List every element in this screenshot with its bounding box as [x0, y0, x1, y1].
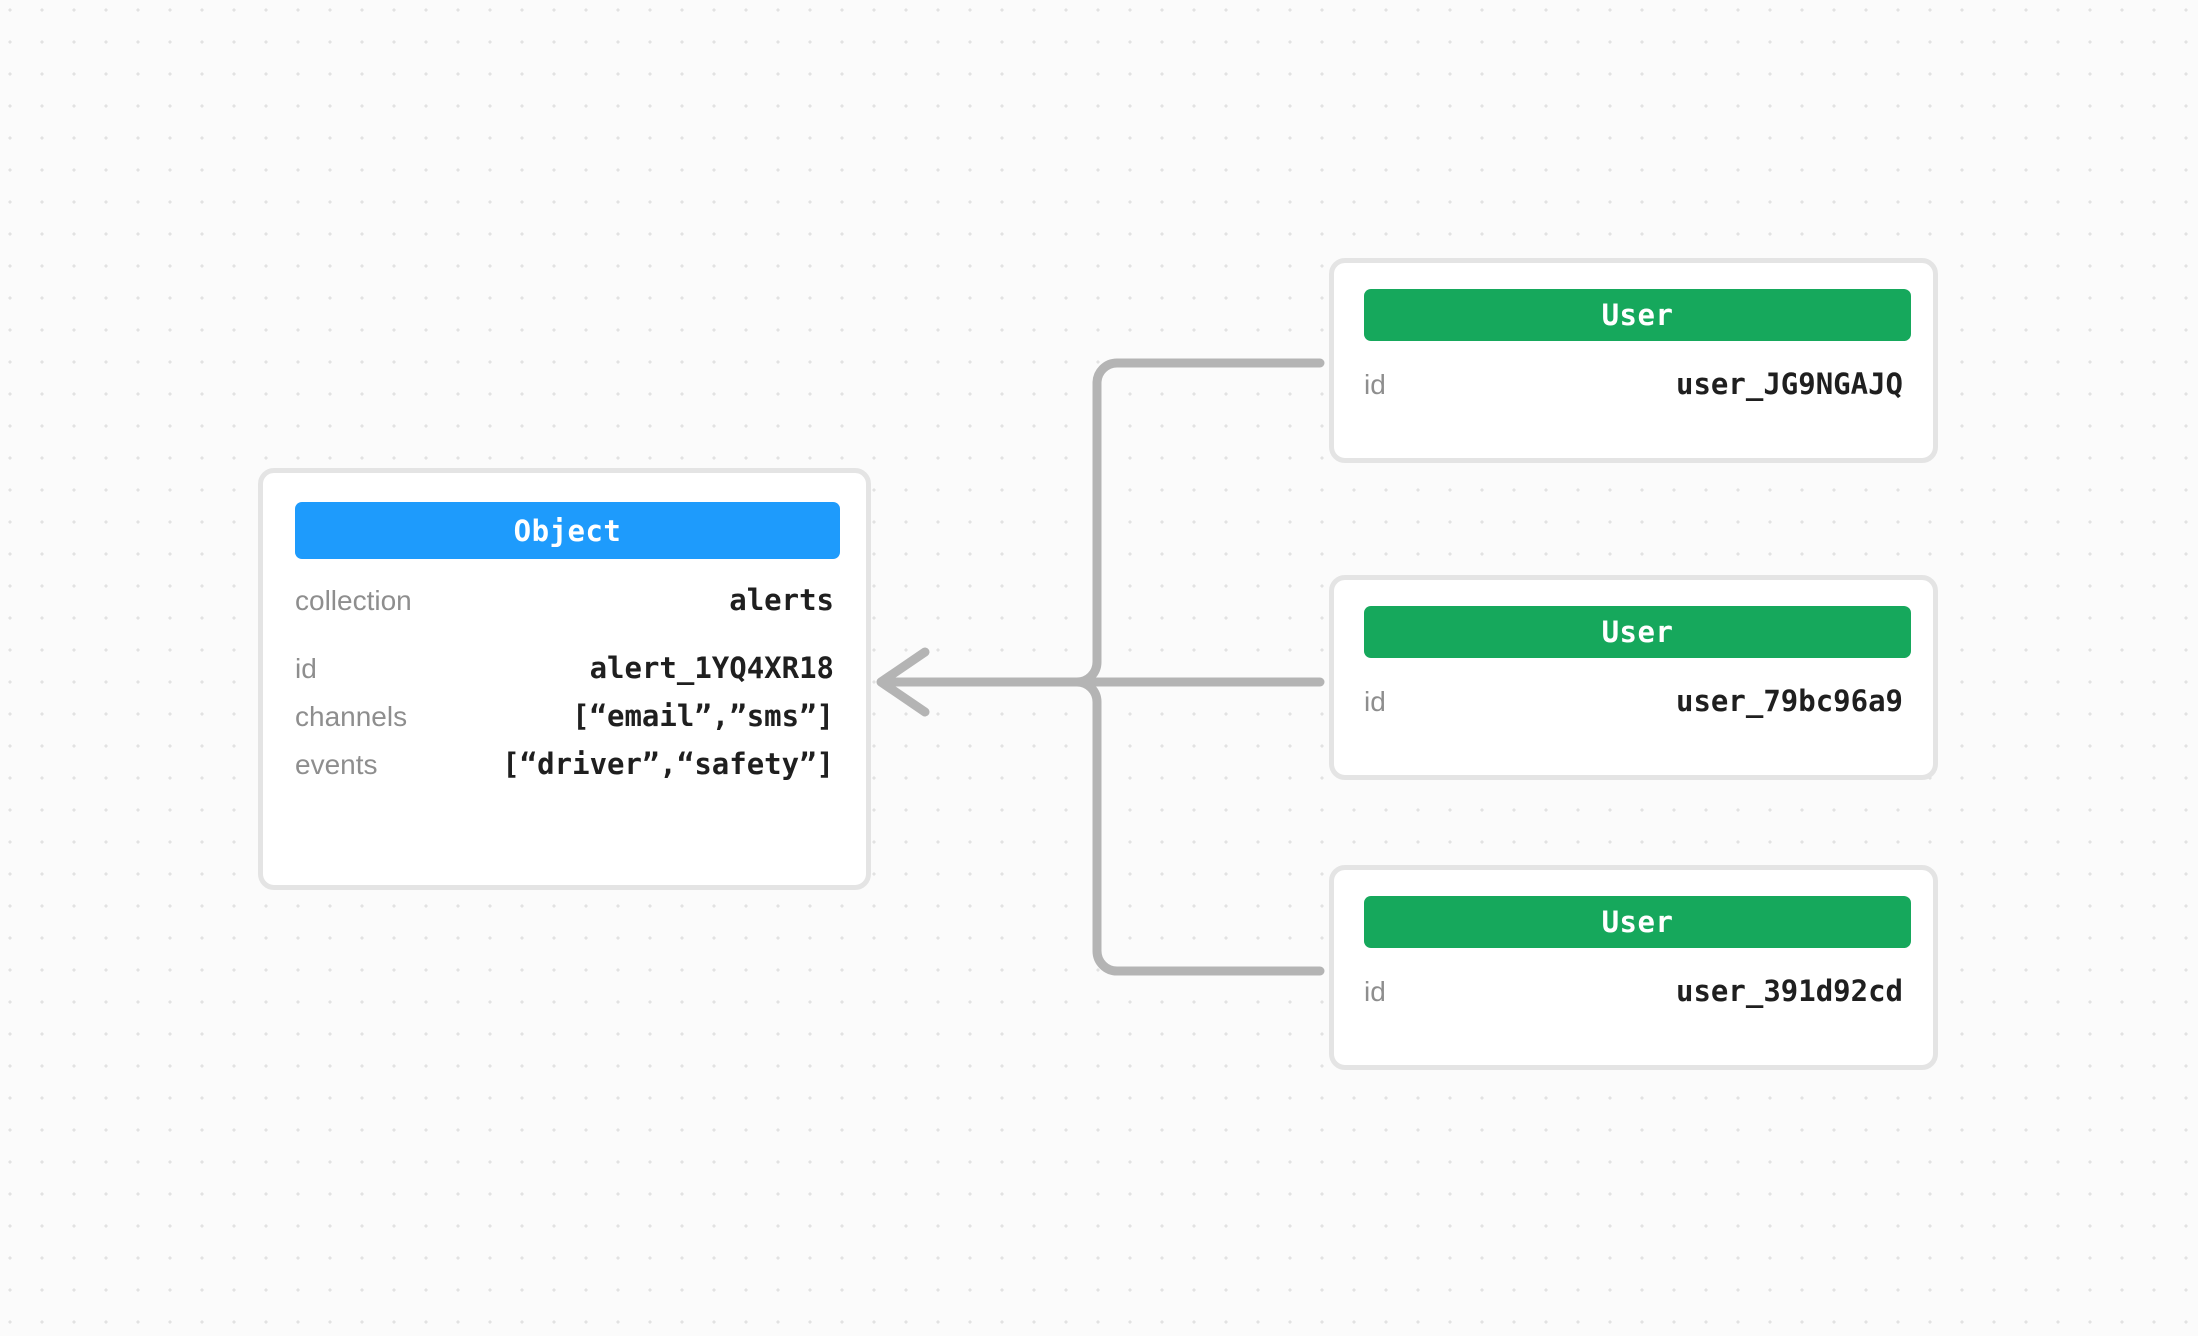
field-key-id: id	[295, 653, 317, 684]
node-user-1[interactable]: User id user_79bc96a9	[1329, 575, 1938, 780]
field-key-collection: collection	[295, 585, 412, 616]
field-row-channels: channels [“email”,”sms”]	[295, 699, 834, 747]
field-value-id: alert_1YQ4XR18	[589, 651, 834, 685]
node-user-1-type-badge: User	[1364, 606, 1911, 658]
field-value-id: user_391d92cd	[1676, 974, 1903, 1008]
node-user-1-fields: id user_79bc96a9	[1334, 684, 1933, 732]
node-user-0-type-label: User	[1601, 298, 1674, 332]
node-user-1-type-label: User	[1601, 615, 1674, 649]
field-value-id: user_JG9NGAJQ	[1676, 367, 1903, 401]
edge-user-0	[888, 358, 1325, 687]
field-value-channels: [“email”,”sms”]	[572, 699, 834, 733]
node-object[interactable]: Object collection alerts id alert_1YQ4XR…	[258, 468, 871, 890]
node-user-2-type-badge: User	[1364, 896, 1911, 948]
field-spacer	[295, 631, 834, 651]
node-object-fields: collection alerts id alert_1YQ4XR18 chan…	[263, 583, 866, 795]
field-row-collection: collection alerts	[295, 583, 834, 631]
node-user-0[interactable]: User id user_JG9NGAJQ	[1329, 258, 1938, 463]
field-row-id: id user_391d92cd	[1364, 974, 1903, 1022]
edge-user-2	[888, 677, 1325, 976]
node-user-0-type-badge: User	[1364, 289, 1911, 341]
field-key-id: id	[1364, 369, 1386, 400]
field-key-events: events	[295, 749, 378, 780]
field-value-events: [“driver”,“safety”]	[502, 747, 834, 781]
field-row-id: id user_JG9NGAJQ	[1364, 367, 1903, 415]
node-object-type-badge: Object	[295, 502, 840, 559]
node-object-type-label: Object	[513, 513, 622, 548]
node-user-2[interactable]: User id user_391d92cd	[1329, 865, 1938, 1070]
field-row-id: id alert_1YQ4XR18	[295, 651, 834, 699]
field-key-channels: channels	[295, 701, 408, 732]
node-user-0-fields: id user_JG9NGAJQ	[1334, 367, 1933, 415]
node-user-2-type-label: User	[1601, 905, 1674, 939]
field-value-id: user_79bc96a9	[1676, 684, 1903, 718]
node-user-2-fields: id user_391d92cd	[1334, 974, 1933, 1022]
field-key-id: id	[1364, 976, 1386, 1007]
field-row-events: events [“driver”,“safety”]	[295, 747, 834, 795]
field-value-collection: alerts	[729, 583, 834, 617]
field-key-id: id	[1364, 686, 1386, 717]
edge-arrowhead	[876, 647, 930, 717]
field-row-id: id user_79bc96a9	[1364, 684, 1903, 732]
